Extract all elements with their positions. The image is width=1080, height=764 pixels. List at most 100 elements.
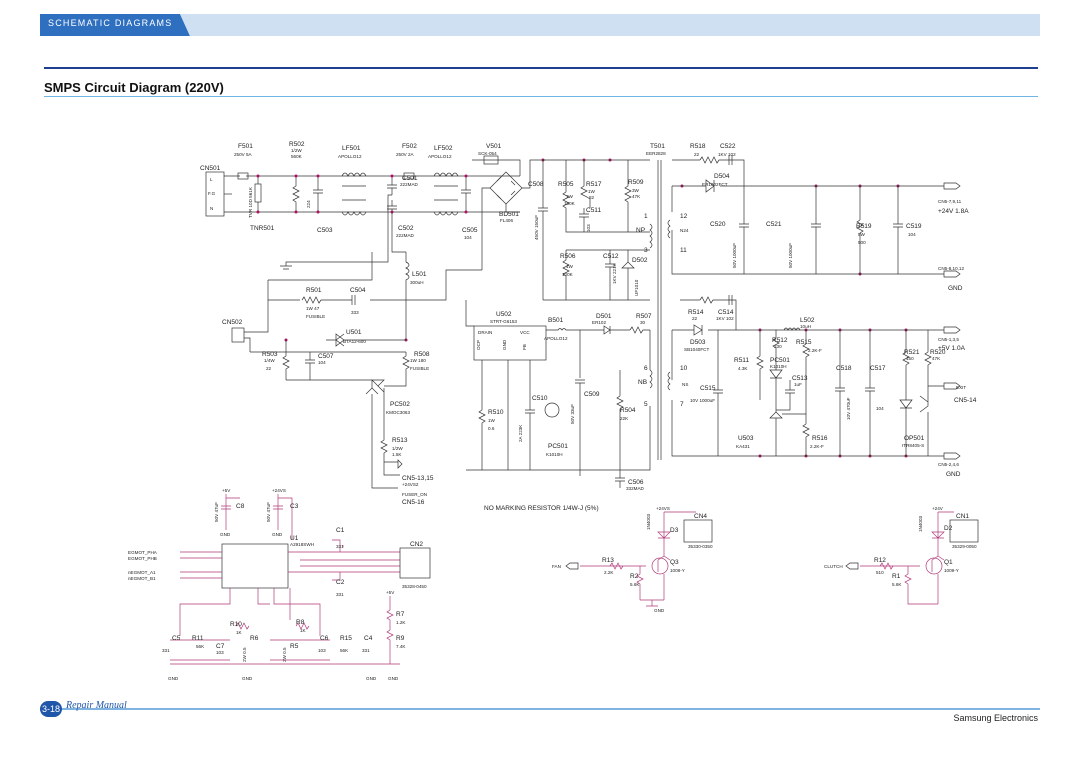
pin-6: 6 [644,365,648,372]
c504-value: 333 [351,310,359,315]
c522-ref: C522 [720,143,736,150]
r509-value: 3W [632,188,640,193]
company-label: Samsung Electronics [953,713,1038,723]
r13-value: 2.2K [604,570,614,575]
c504-capacitor [351,295,356,305]
r1-value: 5.6K [892,582,902,587]
d504-ref: D504 [714,173,730,180]
bd501-ref: BD501 [499,211,519,218]
r9-value: 7.4K [396,644,406,649]
secondary-5v: R514 22 C514 1KV 102 D503 SB1040FCT L502… [671,295,977,478]
r515-value: 2.2K-F [808,348,822,353]
clutch-label: CLUTCH [824,564,843,569]
u502-pin-gnd: GND [502,339,507,350]
r519-ref: R519 [856,223,872,230]
c514-capacitor [728,295,733,305]
cn501-ref: CN501 [200,165,221,172]
c519-ref: C519 [906,223,922,230]
pin-12: 12 [680,213,688,220]
r511-resistor [756,330,764,400]
f501-value: 250V 5A [234,152,253,157]
r521-value: 150 [906,356,914,361]
c512-capacitor [605,250,615,300]
fan-gnd: GND [654,608,665,613]
r502-value: 1/2W [291,148,302,153]
c1-value: 331 [336,544,344,549]
r10-ref: R10 [230,621,242,628]
r503-value2: 22 [266,366,272,371]
exit-connector [943,382,961,390]
c5-value: 331 [162,648,170,653]
r10-value: 1K [236,630,243,635]
r505-resistor [562,160,570,226]
r505-value2: 100K [564,201,576,206]
c503-capacitor [313,176,323,212]
cn2-ref: CN2 [410,541,423,548]
r5-ref: R5 [290,643,299,650]
r506-resistor [562,250,570,300]
pin-11: 11 [680,247,687,254]
r511-value: 4.3K [738,366,748,371]
ns-label: NS [682,382,688,387]
d501-value: ER102 [592,320,606,325]
pin-5: 5 [644,401,648,408]
cn501-pin-fg: F.G [208,191,216,196]
lf501-value: APOLLO12 [338,154,362,159]
c509-capacitor [575,379,585,470]
c503-value: 224 [306,200,311,208]
d504-value: ER1002FCT [702,182,728,187]
cn501-pin-l: L [210,177,213,182]
header-band [40,14,1040,36]
c513-value: 1uF [794,382,802,387]
c506-capacitor [615,470,625,488]
d502-diode [621,250,635,300]
r513-resistor [380,420,400,476]
cn2-connector [399,547,431,579]
gnd-c: GND [366,676,377,681]
l501-ref: L501 [412,271,427,278]
r514-value: 22 [692,316,698,321]
r2-value: 5.6K [630,582,640,587]
c520-capacitor [739,186,749,274]
c521-ref: C521 [766,221,782,228]
r514-ref: R514 [688,309,704,316]
pc501b-ref: PC501 [548,443,568,450]
c8-ref: C8 [236,503,245,510]
c7-value: 103 [216,650,224,655]
c504-ref: C504 [350,287,366,294]
u501-ref: U501 [346,329,362,336]
r5-value: 2W 0.5 [282,647,287,662]
l502-ref: L502 [800,317,815,324]
r15-ref: R15 [340,635,352,642]
r8-value: 1K [300,628,307,633]
motor-driver-section: +5V +24VS C8 50V 47uF C3 50V 47uF GND GN… [128,488,431,681]
page-number: 3-18 [40,701,62,717]
c514-ref: C514 [718,309,734,316]
bd501-bridge [489,171,523,205]
r506-ref: R506 [560,253,576,260]
r6-value: 2W 0.5 [242,647,247,662]
u1-ref: U1 [290,535,299,542]
c6-value: 103 [318,648,326,653]
out-gnd2-connector [943,452,961,460]
c519-capacitor [893,186,903,274]
out-5v-connector [943,326,961,334]
c510-value: 2A 223K [518,424,523,442]
pc502-optocoupler [365,379,407,420]
c508-capacitor [538,160,548,300]
tnr501-value: TVR 10D 561K [248,186,253,218]
q3-value: 1008-Y [670,568,685,573]
r512-resistor [772,330,780,356]
r519-value: 5W [858,232,866,237]
nb-label: NB [638,379,647,386]
u503-value: KA431 [736,444,750,449]
r510-value: 1W [488,418,496,423]
u1-driver-ic [221,543,289,589]
cn1-ref: CN1 [956,513,969,520]
u502-value: STRT-G6153 [490,319,517,324]
u502-pin-ocp: OCP [476,340,481,350]
r502-ref: R502 [289,141,305,148]
op501-sensor [899,386,929,456]
d3-ref: D3 [670,527,679,534]
